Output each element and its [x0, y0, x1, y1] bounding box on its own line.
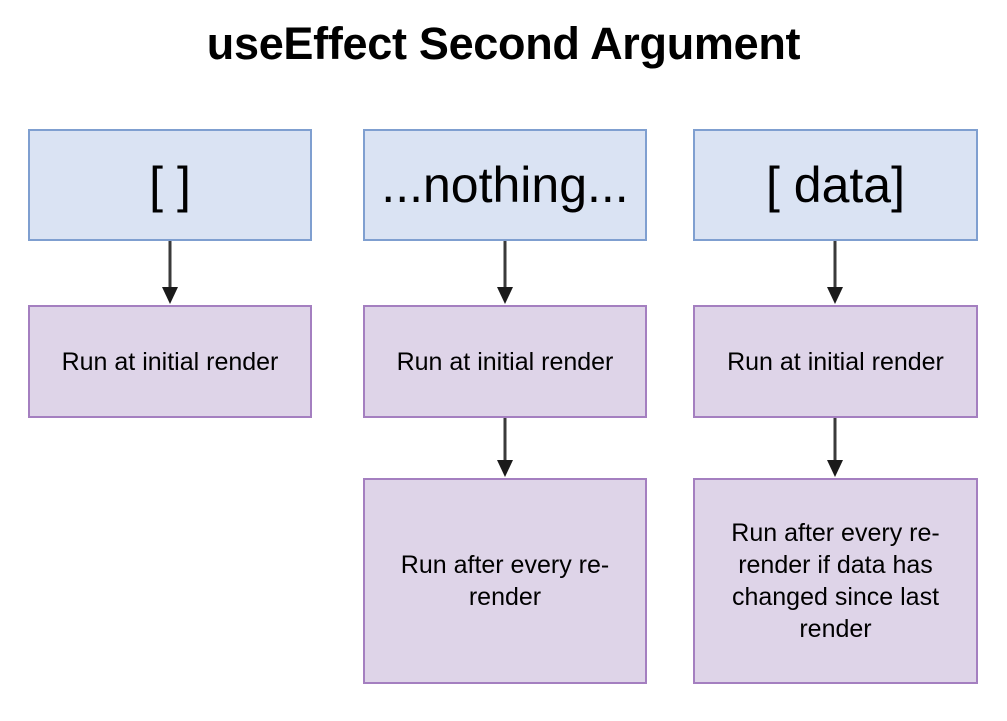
outcome-label: Run after every re-render	[400, 551, 610, 611]
argument-label: ...nothing...	[381, 157, 629, 213]
outcome-box-every-rerender[interactable]: Run after every re-render	[363, 478, 647, 684]
arrow-initial-render-to-data-changed	[820, 418, 850, 478]
arrow-empty-array-to-initial-render	[155, 241, 185, 305]
outcome-box-initial-render-3[interactable]: Run at initial render	[693, 305, 978, 418]
argument-box-data-array[interactable]: [ data]	[693, 129, 978, 241]
outcome-label: Run at initial render	[727, 347, 944, 376]
arrow-no-argument-to-initial-render	[490, 241, 520, 305]
outcome-box-data-changed[interactable]: Run after every re-render if data has ch…	[693, 478, 978, 684]
argument-box-empty-array[interactable]: [ ]	[28, 129, 312, 241]
page-title: useEffect Second Argument	[206, 18, 801, 69]
argument-box-no-argument[interactable]: ...nothing...	[363, 129, 647, 241]
argument-label: [ data]	[766, 157, 905, 213]
outcome-box-initial-render-2[interactable]: Run at initial render	[363, 305, 647, 418]
outcome-label: Run at initial render	[61, 347, 279, 376]
outcome-label: Run at initial render	[396, 347, 614, 376]
outcome-box-initial-render-1[interactable]: Run at initial render	[28, 305, 312, 418]
argument-label: [ ]	[149, 157, 191, 213]
arrow-data-array-to-initial-render	[820, 241, 850, 305]
outcome-label: Run after every re-render if data has ch…	[731, 519, 940, 643]
arrow-initial-render-to-every-rerender	[490, 418, 520, 478]
